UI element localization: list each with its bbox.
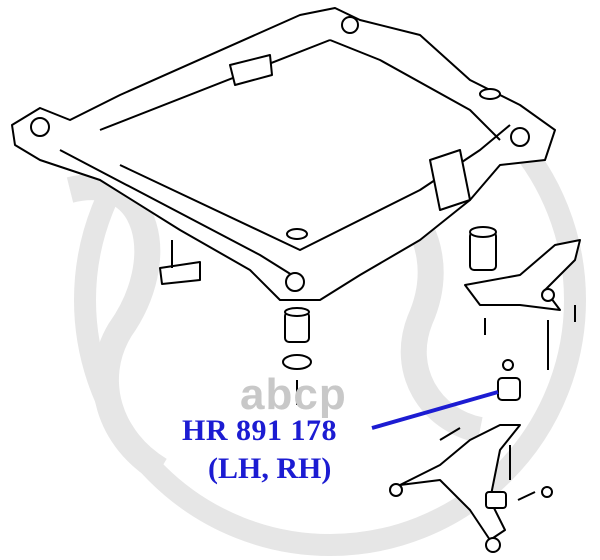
watermark-text: abcp (240, 370, 347, 419)
bushing-target (497, 377, 521, 401)
control-arm-lower (399, 424, 521, 541)
part-number-label: HR 891 178 (182, 414, 337, 447)
bushing-front (282, 307, 312, 370)
leader-line (371, 390, 499, 430)
bushing-rear (469, 226, 497, 271)
control-arm-upper (464, 239, 581, 311)
part-side-label: (LH, RH) (208, 452, 332, 485)
